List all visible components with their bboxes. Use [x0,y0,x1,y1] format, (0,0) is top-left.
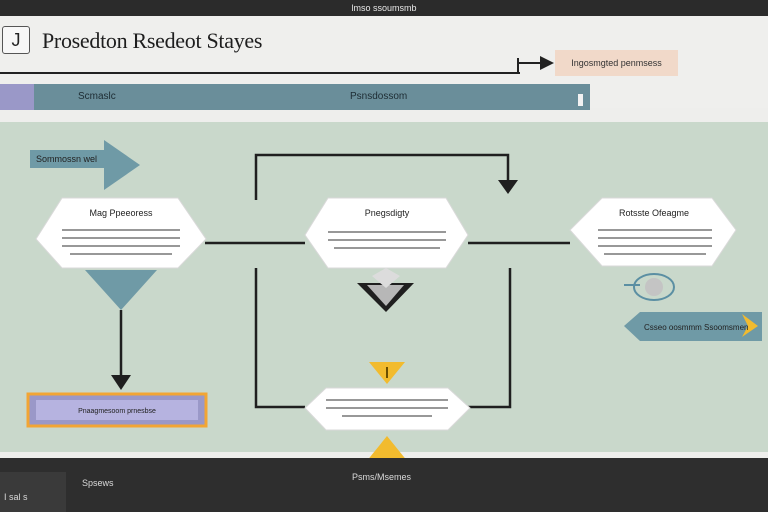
node-2-body-text [328,231,446,249]
bottom-node-body-text [326,399,448,417]
output-box[interactable]: Pnaagmesoom prnesbse [26,392,208,428]
node-3-title: Rotsste Ofeagme [619,208,689,218]
toolbar-center-label[interactable]: Psnsdossom [350,91,408,102]
status-center-label[interactable]: Psms/Msemes [352,472,412,482]
warning-icon [369,362,405,384]
down-arrow-icon [498,180,518,194]
node-3-body-text [598,229,712,255]
teal-down-arrow-icon [85,270,157,310]
header-divider [0,72,520,74]
header-arrow-icon [517,56,554,72]
window-title: lmso ssoumsmb [351,3,417,13]
cube-icon [357,268,414,312]
toolbar-accent-tab[interactable] [0,84,34,110]
right-arrow-button[interactable]: Csseo oosmmm Ssoomsmen [624,312,762,341]
start-arrow[interactable]: Sommossn wel [30,140,140,190]
output-box-label: Pnaagmesoom prnesbse [78,408,156,415]
status-bar [0,458,768,512]
up-arrow-icon [366,436,408,462]
node-1-title: Mag Ppeeoress [89,208,153,218]
process-node-3[interactable]: Rotsste Ofeagme [569,197,737,267]
connector-lines [119,153,570,409]
app-icon[interactable]: J [2,26,30,54]
page-title: Prosedton Rsedeot Stayes [42,28,263,53]
toolbar [0,84,590,110]
process-node-bottom[interactable] [304,387,471,431]
toolbar-left-label[interactable]: Scmaslc [78,91,116,102]
window-title-bar: lmso ssoumsmb [0,0,768,16]
globe-icon [624,273,675,301]
node-1-body-text [62,229,180,255]
process-node-1[interactable]: Mag Ppeeoress [35,197,207,269]
status-bar-corner [0,472,66,512]
action-button[interactable]: Ingosmgted penmsess [555,50,678,76]
right-arrow-label: Csseo oosmmm Ssoomsmen [644,323,748,332]
toolbar-handle[interactable] [578,94,583,106]
down-arrow-icon [111,375,131,390]
process-node-2[interactable]: Pnegsdigty [304,197,469,269]
start-arrow-label: Sommossn wel [36,154,97,164]
node-2-title: Pnegsdigty [365,208,410,218]
status-corner-label: I sal s [4,492,28,502]
status-left-label[interactable]: Spsews [82,478,114,488]
